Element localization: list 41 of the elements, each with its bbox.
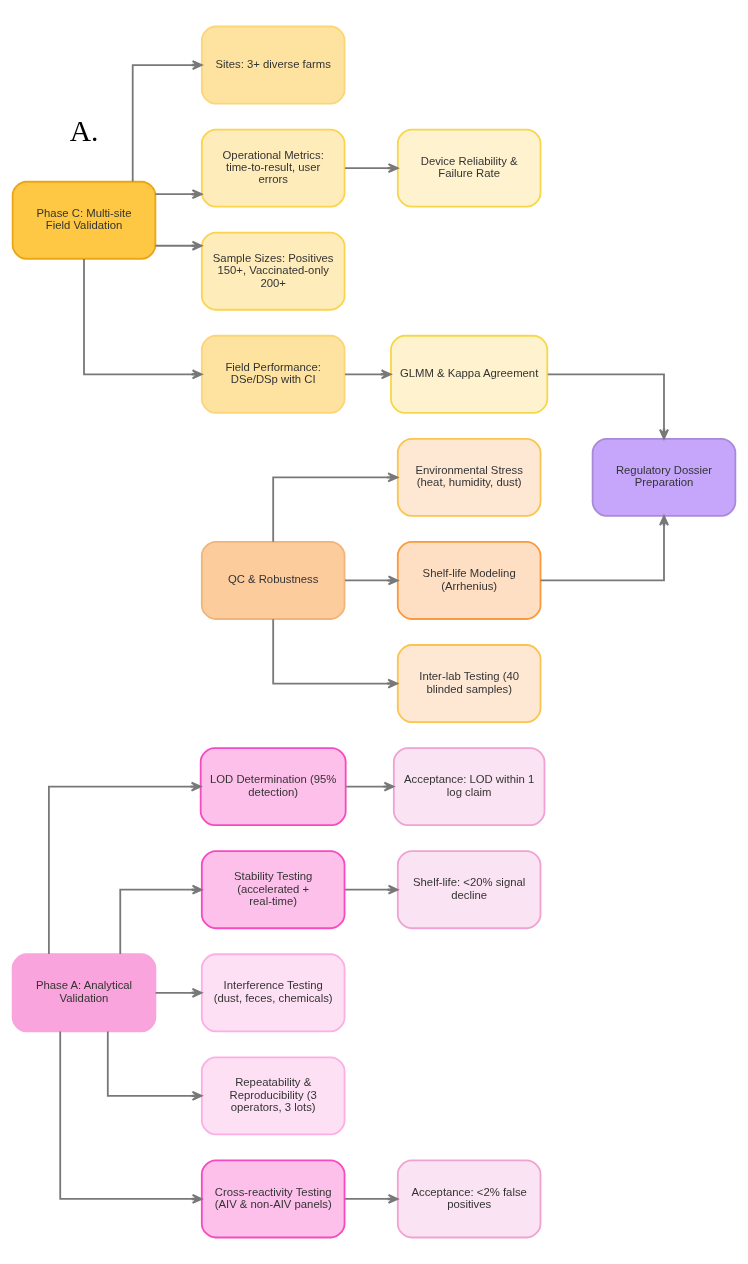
arrow: [272, 618, 399, 689]
node-box: Device Reliability & Failure Rate: [396, 128, 542, 208]
node-box: Shelf-life: <20% signal decline: [396, 850, 542, 930]
node-box: Phase C: Multi-site Field Validation: [11, 180, 157, 260]
arrow: [83, 258, 203, 380]
node-box: Field Performance: DSe/DSp with CI: [200, 334, 346, 414]
node-box: Repeatability & Reproducibility (3 operators, 3 lots): [200, 1056, 346, 1136]
arrow: [272, 472, 399, 543]
arrow: [154, 987, 203, 998]
node-box: Environmental Stress (heat, humidity, dust): [396, 437, 542, 517]
arrow: [154, 240, 203, 251]
arrow: [344, 163, 399, 174]
arrow: [154, 189, 203, 200]
node-box: Shelf-life Modeling (Arrhenius): [396, 541, 542, 620]
node-box: Regulatory Dossier Preparation: [591, 437, 737, 517]
node-box: Phase A: Analytical Validation: [11, 953, 157, 1033]
arrow: [131, 60, 203, 183]
node-box: Operational Metrics: time-to-result, user errors: [200, 128, 346, 208]
node-box: LOD Determination (95% detection): [199, 747, 347, 827]
node-box: GLMM & Kappa Agreement: [390, 334, 549, 414]
node-box: Stability Testing (accelerated + real-time): [200, 850, 346, 930]
arrow: [344, 369, 392, 380]
arrow: [119, 884, 203, 956]
node-box: Interference Testing (dust, feces, chemicals): [200, 953, 346, 1033]
label: A.: [69, 115, 99, 148]
node-box: Acceptance: <2% false positives: [396, 1159, 542, 1239]
arrow: [106, 1030, 203, 1101]
arrow: [59, 1030, 203, 1204]
arrow: [344, 575, 399, 586]
arrow: [546, 373, 669, 440]
node-box: QC & Robustness: [200, 541, 346, 620]
arrow: [539, 515, 669, 582]
node-box: Acceptance: LOD within 1 log claim: [392, 747, 546, 827]
arrow: [344, 1193, 399, 1204]
node-box: Sites: 3+ diverse farms: [200, 25, 346, 105]
node-box: Inter-lab Testing (40 blinded samples): [396, 644, 542, 723]
arrow: [344, 884, 399, 895]
node-box: Sample Sizes: Positives 150+, Vaccinated-only 200+: [200, 231, 346, 311]
arrow: [48, 781, 202, 955]
node-box: Cross-reactivity Testing (AIV & non-AIV panels): [200, 1159, 346, 1239]
arrow: [345, 781, 395, 792]
